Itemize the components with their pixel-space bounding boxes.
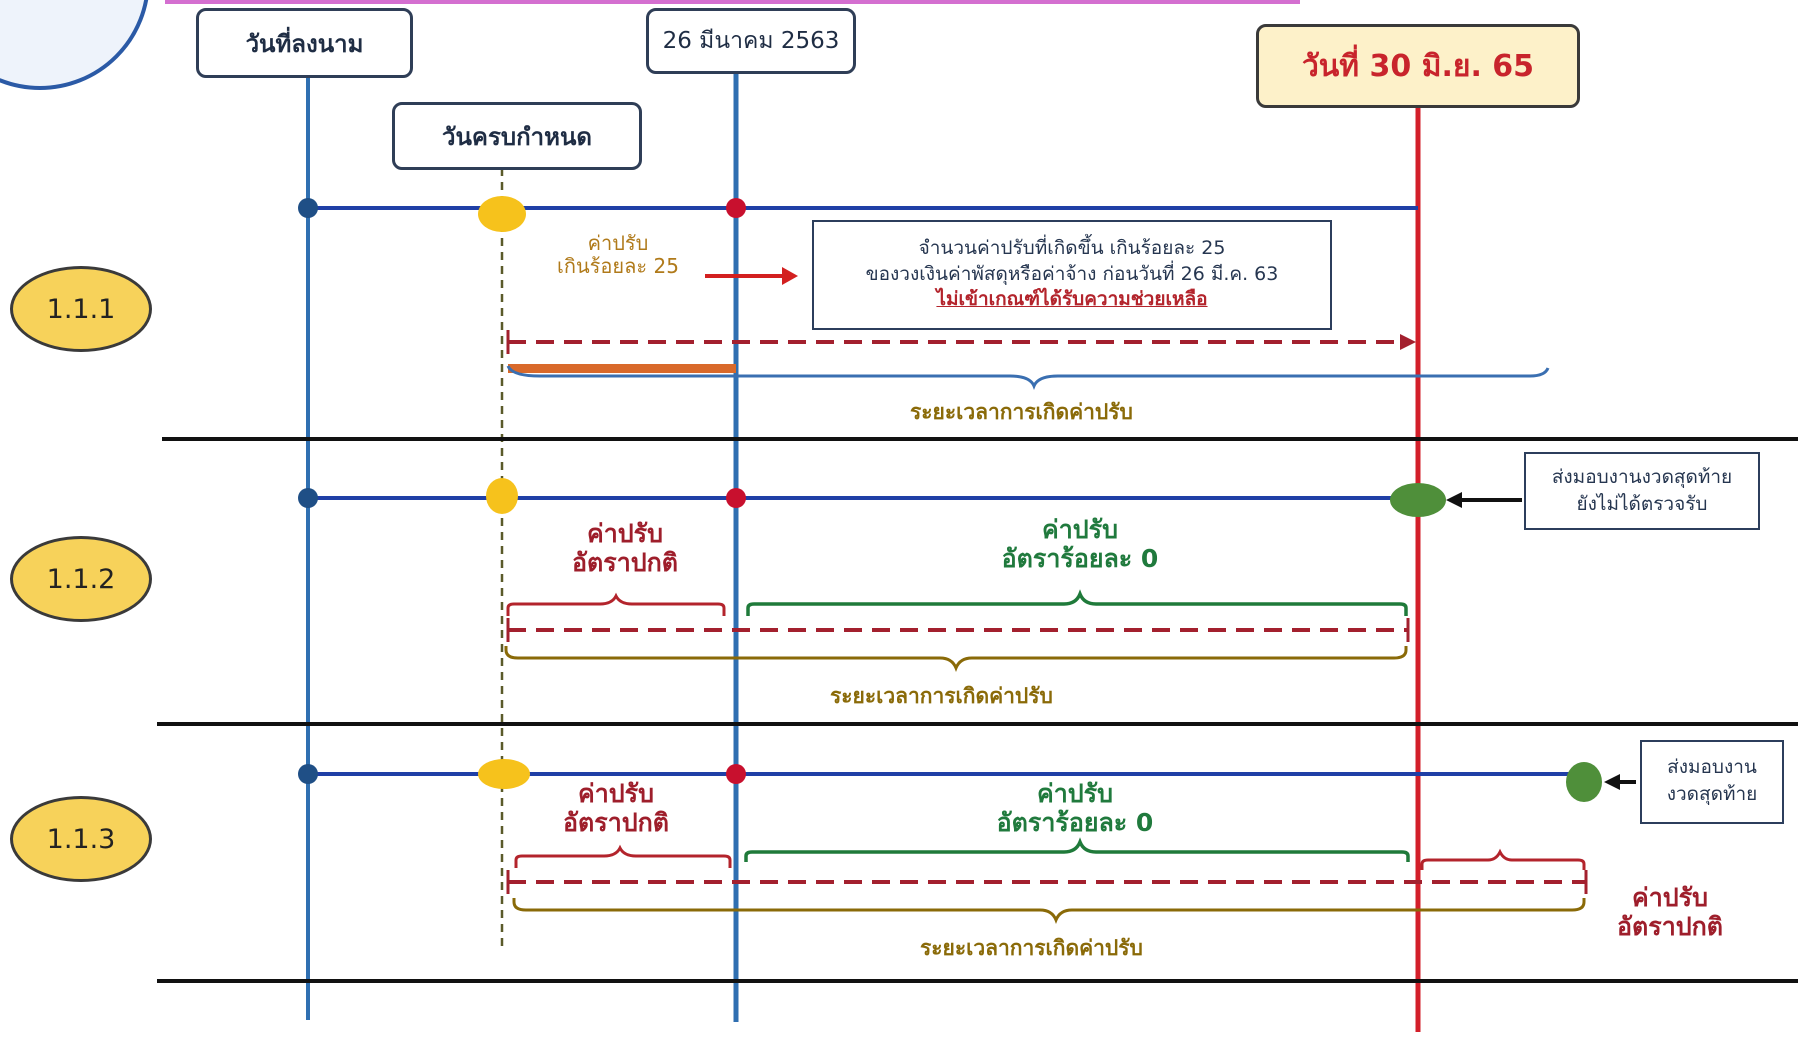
r1-dashed-arrowhead	[1400, 334, 1416, 350]
r3-delivery-note-line1: ส่งมอบงาน	[1667, 756, 1757, 778]
r3-after-fine-label: ค่าปรับ อัตราปกติ	[1590, 883, 1750, 942]
r2-normal-line1: ค่าปรับ	[587, 519, 663, 548]
r3-after-line1: ค่าปรับ	[1632, 883, 1708, 912]
r2-sign-dot	[298, 488, 318, 508]
r1-arrowhead	[782, 267, 798, 285]
r1-note-line2: ของวงเงินค่าพัสดุหรือค่าจ้าง ก่อนวันที่ …	[865, 262, 1279, 285]
r1-fine-line1: ค่าปรับ	[587, 231, 649, 255]
r3-zero-line1: ค่าปรับ	[1037, 779, 1113, 808]
r1-fine-label: ค่าปรับ เกินร้อยละ 25	[548, 232, 688, 278]
r1-march-dot	[726, 198, 746, 218]
r3-delivery-note-line2: งวดสุดท้าย	[1666, 782, 1758, 805]
r2-delivery-note-line1: ส่งมอบงานงวดสุดท้าย	[1551, 466, 1733, 488]
r1-period-label: ระยะเวลาการเกิดค่าปรับ	[910, 400, 1133, 424]
r1-note-box: จำนวนค่าปรับที่เกิดขึ้น เกินร้อยละ 25 ขอ…	[812, 220, 1332, 330]
r2-due-marker	[486, 478, 518, 514]
r3-after-line2: อัตราปกติ	[1617, 911, 1723, 941]
r3-sign-dot	[298, 764, 318, 784]
due-date-box: วันครบกำหนด	[392, 102, 642, 170]
r3-note-arrowhead	[1604, 774, 1620, 790]
r3-zero-brace	[744, 837, 1410, 862]
r2-zero-line2: อัตราร้อยละ 0	[1001, 543, 1159, 573]
r1-sign-dot	[298, 198, 318, 218]
row-label-1: 1.1.1	[10, 266, 152, 352]
r2-period-label: ระยะเวลาการเกิดค่าปรับ	[830, 684, 1053, 708]
row-label-3: 1.1.3	[10, 796, 152, 882]
r1-orange-bar	[508, 364, 736, 373]
row-label-2-text: 1.1.2	[46, 563, 116, 595]
r3-delivery-note: ส่งมอบงาน งวดสุดท้าย	[1640, 740, 1784, 824]
r3-march-dot	[726, 764, 746, 784]
r1-due-marker	[478, 196, 526, 232]
sign-date-label: วันที่ลงนาม	[245, 29, 364, 58]
r3-period-brace	[512, 898, 1586, 925]
r3-delivery-marker	[1566, 762, 1602, 802]
march-date-label: 26 มีนาคม 2563	[662, 28, 840, 54]
r2-delivery-marker	[1390, 483, 1446, 517]
due-date-label: วันครบกำหนด	[442, 122, 592, 151]
r3-normal-line1: ค่าปรับ	[578, 779, 654, 808]
r3-due-marker	[478, 759, 530, 789]
r2-zero-fine-label: ค่าปรับ อัตราร้อยละ 0	[960, 515, 1200, 574]
june-date-box: วันที่ 30 มิ.ย. 65	[1256, 24, 1580, 108]
r3-after-brace	[1420, 848, 1586, 870]
r2-march-dot	[726, 488, 746, 508]
r2-normal-brace	[506, 592, 726, 616]
r1-period-brace	[506, 365, 1550, 391]
r3-period-label: ระยะเวลาการเกิดค่าปรับ	[920, 936, 1143, 960]
r1-note-line3: ไม่เข้าเกณฑ์ได้รับความช่วยเหลือ	[936, 288, 1208, 311]
r3-zero-line2: อัตราร้อยละ 0	[996, 807, 1154, 837]
r2-delivery-note: ส่งมอบงานงวดสุดท้าย ยังไม่ได้ตรวจรับ	[1524, 452, 1760, 530]
row-label-2: 1.1.2	[10, 536, 152, 622]
r2-period-brace	[504, 646, 1408, 673]
r1-note-line1: จำนวนค่าปรับที่เกิดขึ้น เกินร้อยละ 25	[918, 237, 1226, 259]
r2-normal-fine-label: ค่าปรับ อัตราปกติ	[545, 519, 705, 578]
r2-delivery-note-line2: ยังไม่ได้ตรวจรับ	[1576, 492, 1708, 515]
r2-normal-line2: อัตราปกติ	[572, 547, 678, 577]
row-label-1-text: 1.1.1	[46, 293, 116, 325]
r1-fine-line2: เกินร้อยละ 25	[557, 254, 679, 278]
r3-normal-fine-label: ค่าปรับ อัตราปกติ	[536, 779, 696, 838]
r2-zero-brace	[746, 589, 1408, 616]
r3-normal-brace	[514, 844, 732, 868]
sign-date-box: วันที่ลงนาม	[196, 8, 413, 78]
row-label-3-text: 1.1.3	[46, 823, 116, 855]
r3-normal-line2: อัตราปกติ	[563, 807, 669, 837]
agency-seal	[0, 0, 149, 90]
r2-note-arrowhead	[1446, 492, 1462, 508]
r2-zero-line1: ค่าปรับ	[1042, 515, 1118, 544]
march-date-box: 26 มีนาคม 2563	[646, 8, 856, 74]
r3-zero-fine-label: ค่าปรับ อัตราร้อยละ 0	[955, 779, 1195, 838]
june-date-label: วันที่ 30 มิ.ย. 65	[1301, 48, 1535, 84]
